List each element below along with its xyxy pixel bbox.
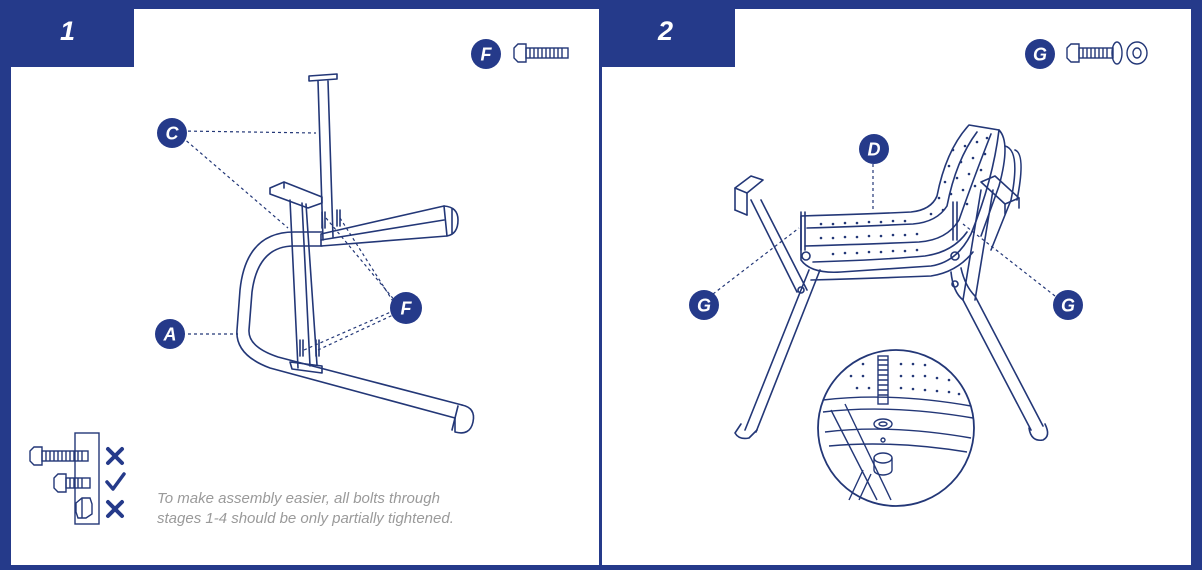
leader-lines — [181, 130, 397, 351]
left-leg — [734, 175, 821, 440]
step-1-number-tab — [0, 0, 134, 67]
crossbar — [320, 205, 459, 247]
svg-text:G: G — [1061, 296, 1075, 316]
cross-icon — [106, 447, 124, 465]
label-a: A — [155, 319, 185, 349]
step-1-number: 1 — [60, 16, 76, 46]
tightening-legend — [29, 432, 100, 525]
label-f: F — [390, 292, 422, 324]
cross-icon — [106, 500, 124, 518]
bolts — [299, 209, 341, 357]
back-frame — [980, 129, 1022, 251]
svg-text:A: A — [163, 325, 177, 345]
step-1-illustration: C A F F — [0, 0, 601, 570]
svg-text:G: G — [697, 296, 711, 316]
base-frame — [236, 231, 475, 434]
bolt-icon — [53, 473, 91, 493]
svg-text:G: G — [1033, 45, 1047, 65]
leader-lines — [712, 164, 1056, 297]
label-d: D — [859, 134, 889, 164]
nut-icon — [75, 497, 93, 519]
bolt-washer-icon — [1066, 41, 1148, 65]
check-icon — [105, 472, 126, 491]
label-g-left: G — [689, 290, 719, 320]
label-c: C — [157, 118, 187, 148]
step-1-panel: C A F F — [0, 0, 601, 570]
step-2-number: 2 — [658, 16, 674, 46]
label-g-right: G — [1053, 290, 1083, 320]
step-2-panel: D G G G — [601, 0, 1202, 570]
detail-magnifier — [817, 349, 975, 507]
bolt-icon — [29, 446, 89, 466]
hardware-key-f: F — [471, 39, 569, 69]
assembly-note-line-2: stages 1-4 should be only partially tigh… — [157, 510, 454, 527]
rear-leg-tall — [308, 73, 338, 241]
right-leg — [950, 175, 1049, 442]
bolt-icon — [513, 43, 569, 63]
bolts — [797, 201, 960, 294]
svg-text:C: C — [166, 124, 180, 144]
hardware-key-g: G — [1025, 39, 1148, 69]
step-2-illustration: D G G G — [601, 0, 1202, 570]
svg-text:F: F — [401, 299, 413, 319]
assembly-note-line-1: To make assembly easier, all bolts throu… — [157, 490, 440, 507]
assembly-note: To make assembly easier, all bolts throu… — [157, 489, 517, 529]
front-leg — [269, 181, 323, 374]
svg-text:F: F — [481, 45, 493, 65]
svg-text:D: D — [868, 140, 881, 160]
step-2-number-tab — [601, 0, 735, 67]
seat-perforations — [819, 136, 989, 256]
